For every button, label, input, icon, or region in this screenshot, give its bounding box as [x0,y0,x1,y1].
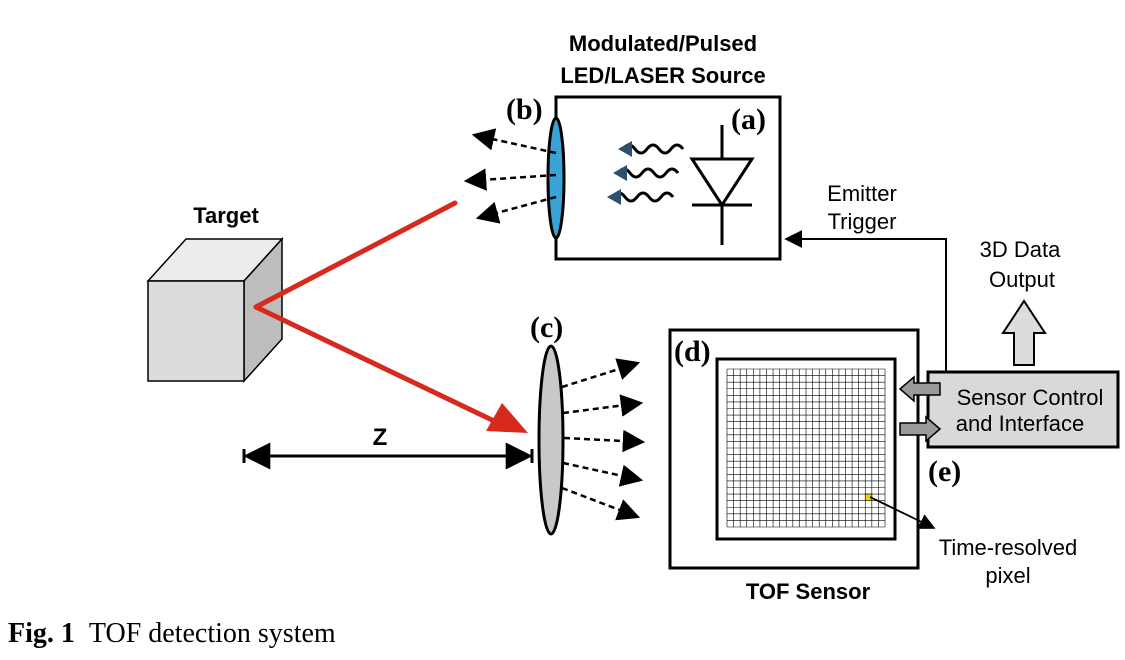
control-label-line1: Sensor Control [957,385,1104,410]
caption-text: TOF detection system [88,618,336,649]
source-box [554,95,782,261]
tag-d: (d) [674,335,711,368]
receiver-rays [561,358,646,521]
distance-label: Z [373,424,388,451]
emitter-trigger-line1: Emitter [827,181,897,206]
emitter-trigger-line2: Trigger [828,209,897,234]
sensor-to-control-arrow [899,415,942,443]
distance-arrow [242,442,534,470]
source-title-line1: Modulated/Pulsed [569,31,757,56]
sensor-control-box [926,370,1120,449]
tag-c: (c) [530,311,563,344]
emitter-rays [463,128,557,224]
control-label-line2: and Interface [956,411,1084,436]
wave-arrowheads [607,141,632,205]
figure-caption: Fig. 1 TOF detection system [8,618,336,650]
control-to-sensor-arrow [898,375,941,403]
tag-a: (a) [731,103,766,136]
pixel-label-line1: Time-resolved [939,535,1078,560]
pixel-pointer-arrow [869,496,936,529]
receiver-lens [537,344,565,536]
emitter-trigger-line [784,230,947,372]
reflected-beam [253,200,495,423]
tag-b: (b) [506,93,543,126]
emitter-lens [546,116,566,240]
output-label-line2: Output [989,267,1055,292]
diode-icon [689,125,755,245]
figure-number: Fig. 1 [8,618,75,649]
output-label-line1: 3D Data [980,237,1061,262]
beam-arrowhead [486,403,528,433]
pixel-grid [726,368,886,528]
light-wave-icons [611,143,685,203]
tof-sensor-label: TOF Sensor [746,579,871,604]
data-output-arrow [1001,299,1047,366]
target-label: Target [193,203,259,228]
pixel-label-line2: pixel [985,563,1030,588]
tag-e: (e) [928,455,961,488]
source-title-line2: LED/LASER Source [560,63,765,88]
